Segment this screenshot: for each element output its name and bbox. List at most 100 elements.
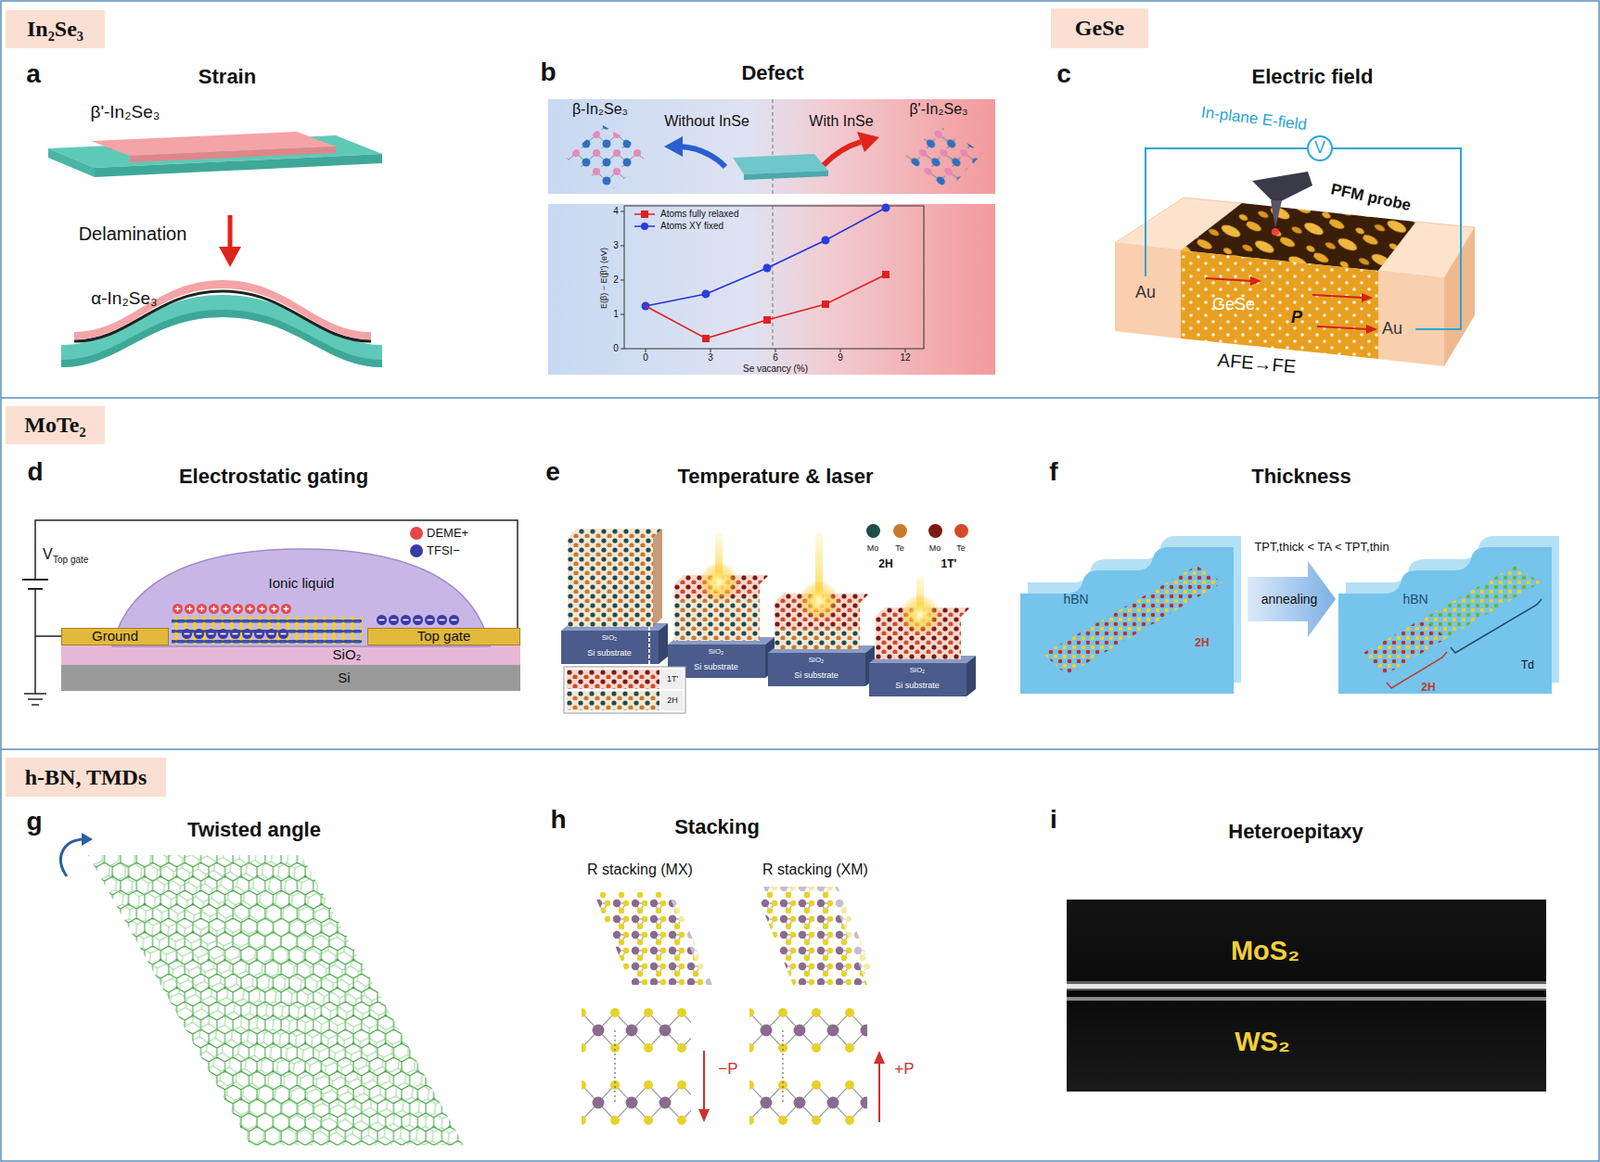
text-label: Strain [198, 64, 256, 89]
polygon-shape [652, 528, 663, 628]
line-shape [772, 99, 774, 194]
g-shape [83, 848, 474, 1151]
rect-shape [581, 1005, 692, 1056]
line-shape [0, 396, 1600, 399]
line-shape [703, 1050, 705, 1112]
legend-text: TFSI− [426, 544, 461, 559]
text-label: β'-In₂Se₃ [908, 101, 968, 118]
rect-shape [171, 615, 362, 645]
polygon-shape [567, 528, 663, 538]
text-label: SiO₂ [808, 655, 824, 665]
text-label: α-In₂Se₃ [90, 288, 158, 309]
tem-image: MoS₂WS₂ [1066, 899, 1547, 1092]
rect-shape [749, 1077, 868, 1128]
text-label: g [25, 806, 42, 837]
text-label: Electrostatic gating [179, 464, 369, 488]
text-label: SiO₂ [708, 647, 724, 656]
g-shape [1066, 899, 1547, 1092]
electrode-pad: Au [1122, 276, 1169, 310]
text-label: Twisted angle [187, 818, 321, 842]
rect-shape [83, 848, 474, 1151]
text-label: Thickness [1251, 464, 1352, 488]
polygon-shape [1252, 171, 1313, 205]
polygon-shape [1378, 270, 1445, 367]
legend-text: DEME+ [426, 526, 469, 541]
polygon-shape [743, 170, 829, 180]
path-shape [24, 693, 47, 705]
g-shape [1020, 536, 1560, 694]
polygon-shape [966, 655, 976, 697]
g-shape [566, 691, 660, 711]
text-label: hBN [1062, 591, 1088, 607]
wire-connector [1332, 148, 1461, 330]
text-label: SiO₂ [601, 633, 617, 642]
rect-shape [821, 300, 830, 308]
rect-shape [1066, 981, 1547, 991]
text-label: Heteroepitaxy [1228, 819, 1364, 844]
text-label: e [545, 457, 561, 487]
text-label: 2H [666, 695, 679, 705]
legend-text: Atoms fully relaxed [660, 208, 739, 220]
line-shape [614, 1030, 616, 1103]
circle-shape [1271, 228, 1280, 236]
g-shape [375, 614, 461, 627]
text-label: Temperature & laser [677, 464, 873, 488]
text-label: 0 [613, 343, 619, 355]
text-label: Top gate [52, 554, 89, 566]
polygon-shape [601, 897, 713, 986]
legend-text: Atoms XY fixed [660, 220, 724, 232]
polygon-shape [565, 125, 650, 191]
text-label: b [539, 57, 556, 88]
text-label: In-plane E-field [1200, 102, 1308, 134]
polygon-shape [763, 886, 875, 974]
text-label: Stacking [674, 815, 760, 839]
path-shape [61, 839, 84, 877]
rect-shape [660, 691, 684, 711]
electrode-pad: Au [1369, 312, 1416, 346]
rect-shape [61, 665, 521, 692]
polygon-shape [1114, 243, 1181, 339]
g-shape [749, 1077, 868, 1128]
text-label: 2H [1194, 637, 1209, 651]
g-shape [561, 528, 976, 714]
legend-swatch [409, 526, 423, 540]
rect-shape [567, 537, 653, 628]
text-label: 1 [613, 308, 619, 320]
polygon-shape [48, 148, 95, 178]
node-text: V [1314, 139, 1326, 158]
text-label: annealing [1261, 591, 1319, 607]
text-label: With InSe [808, 113, 873, 130]
g-shape [566, 669, 660, 690]
rect-shape [171, 602, 293, 615]
g-shape [548, 99, 996, 375]
g-shape [1338, 536, 1560, 694]
text-label: i [1049, 805, 1058, 835]
rect-shape [581, 1077, 692, 1128]
text-label: Defect [741, 61, 804, 85]
g-shape [581, 886, 885, 1128]
rect-shape [749, 1005, 868, 1056]
text-label: 3 [613, 240, 619, 252]
polyline-shape [645, 207, 886, 307]
text-label: Ionic liquid [268, 575, 335, 591]
text-label: d [26, 457, 43, 487]
line-shape [0, 748, 1600, 751]
g-shape [48, 131, 383, 368]
legend-text: Mo [929, 543, 942, 553]
gate-electrode: Top gate [367, 627, 521, 646]
rect-shape [563, 666, 686, 714]
node-text: Au [1135, 283, 1156, 303]
g-shape [581, 1077, 692, 1128]
text-label: 9 [837, 352, 844, 364]
line-shape [772, 205, 774, 349]
line-shape [782, 1030, 784, 1103]
legend-swatch [866, 524, 881, 538]
text-label: PFM probe [1329, 179, 1413, 215]
text-label: R stacking (MX) [587, 861, 693, 879]
polyline-shape [645, 274, 886, 339]
polygon-shape [129, 146, 336, 163]
text-label: 6 [772, 352, 779, 364]
